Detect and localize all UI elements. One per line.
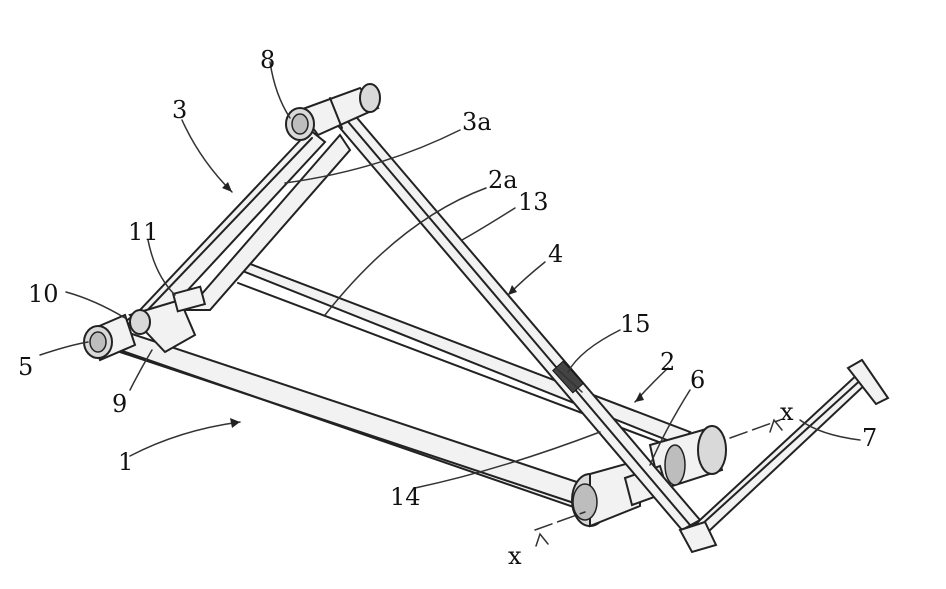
label-6: 6 [690, 366, 705, 394]
label-x-bottom: x [508, 542, 522, 570]
label-3a: 3a [462, 108, 492, 136]
left-joint [83, 285, 207, 362]
leader-lines [39, 61, 861, 489]
label-1: 1 [118, 448, 133, 476]
label-x-top: x [780, 398, 794, 426]
label-9: 9 [112, 390, 127, 418]
base-frame-bar [103, 328, 597, 514]
top-pivot-roller [285, 83, 381, 141]
label-7: 7 [862, 424, 877, 452]
label-8: 8 [260, 46, 275, 74]
spring-element [552, 360, 584, 394]
crank [678, 358, 890, 554]
reference-numerals: 3 3a 8 2a 13 4 11 10 5 9 15 2 6 7 x 14 1… [18, 46, 877, 570]
right-roller [648, 425, 727, 492]
label-11: 11 [128, 218, 159, 246]
axis-line [534, 418, 783, 547]
label-2a: 2a [488, 166, 518, 194]
label-15: 15 [620, 310, 651, 338]
label-2: 2 [660, 348, 675, 376]
label-3: 3 [172, 96, 187, 124]
label-5: 5 [18, 353, 33, 381]
label-10: 10 [28, 280, 59, 308]
label-13: 13 [518, 188, 549, 216]
label-14: 14 [390, 483, 421, 511]
label-4: 4 [548, 240, 563, 268]
rear-bar [232, 260, 692, 451]
